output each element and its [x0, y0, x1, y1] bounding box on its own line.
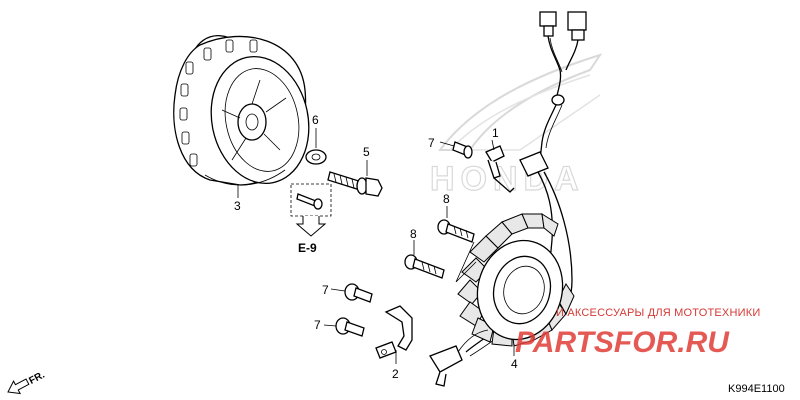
pulse-sensor-part	[452, 141, 515, 193]
callout-2: 2	[392, 367, 399, 381]
stator-part	[457, 213, 575, 347]
watermark-tagline: И АКСЕССУАРЫ ДЛЯ МОТОТЕХНИКИ	[556, 307, 760, 319]
honda-wing-logo: HONDA	[429, 53, 603, 199]
flange-bolt-part	[327, 171, 383, 197]
callout-4: 4	[511, 357, 518, 371]
callout-7-top: 7	[428, 136, 435, 150]
callout-3: 3	[234, 199, 241, 213]
honda-logo-text: HONDA	[430, 160, 585, 198]
callout-7-middle: 7	[322, 283, 329, 297]
washer-part	[305, 149, 327, 165]
front-direction-indicator: FR.	[7, 370, 47, 395]
bottom-connector-part	[429, 329, 489, 387]
wire-clamp-part	[375, 305, 413, 359]
watermark-brand: PARTSFOR.RU	[515, 326, 730, 359]
reference-label: E-9	[298, 241, 317, 255]
front-arrow-icon	[7, 378, 30, 395]
callout-1: 1	[492, 126, 499, 140]
stator-bolt-upper	[437, 219, 475, 243]
front-direction-label: FR.	[27, 370, 47, 387]
callout-8-lower: 8	[410, 227, 417, 241]
stator-bolt-lower	[404, 254, 445, 279]
callout-8-upper: 8	[443, 192, 450, 206]
leader-lines	[237, 128, 515, 364]
bracket-bolt-lower	[335, 317, 365, 337]
watermark: И АКСЕССУАРЫ ДЛЯ МОТОТЕХНИКИ PARTSFOR.RU	[515, 307, 760, 359]
callout-5: 5	[363, 145, 370, 159]
callout-7-bottom: 7	[314, 318, 321, 332]
flywheel-part	[173, 34, 310, 186]
diagram-code: K994E1100	[728, 383, 785, 395]
callout-labels: 1 2 3 4 5 6 7 7 7 8 8	[234, 113, 518, 381]
bracket-bolt-upper	[344, 283, 373, 303]
callout-6: 6	[312, 113, 319, 127]
reference-bolt-box	[290, 183, 332, 237]
